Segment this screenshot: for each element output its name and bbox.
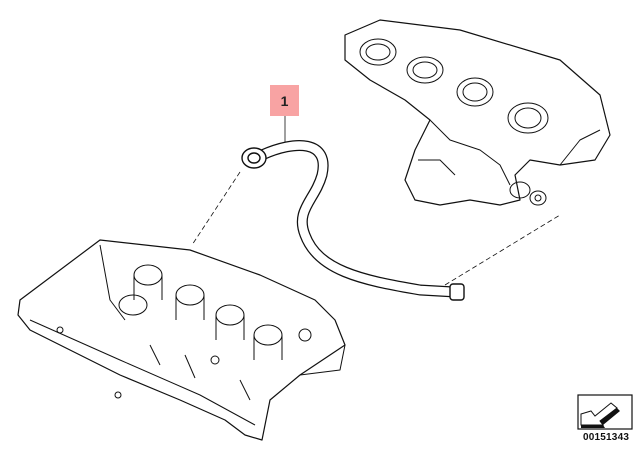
valve-cover bbox=[17, 239, 346, 441]
callout-1[interactable]: 1 bbox=[270, 85, 299, 116]
callout-number: 1 bbox=[280, 92, 289, 109]
hose-part-1[interactable] bbox=[241, 140, 465, 301]
diagram-id: 00151343 bbox=[583, 432, 630, 443]
back-arrow-icon[interactable] bbox=[577, 394, 633, 430]
leader-lines bbox=[191, 116, 561, 286]
intake-manifold bbox=[344, 19, 611, 206]
